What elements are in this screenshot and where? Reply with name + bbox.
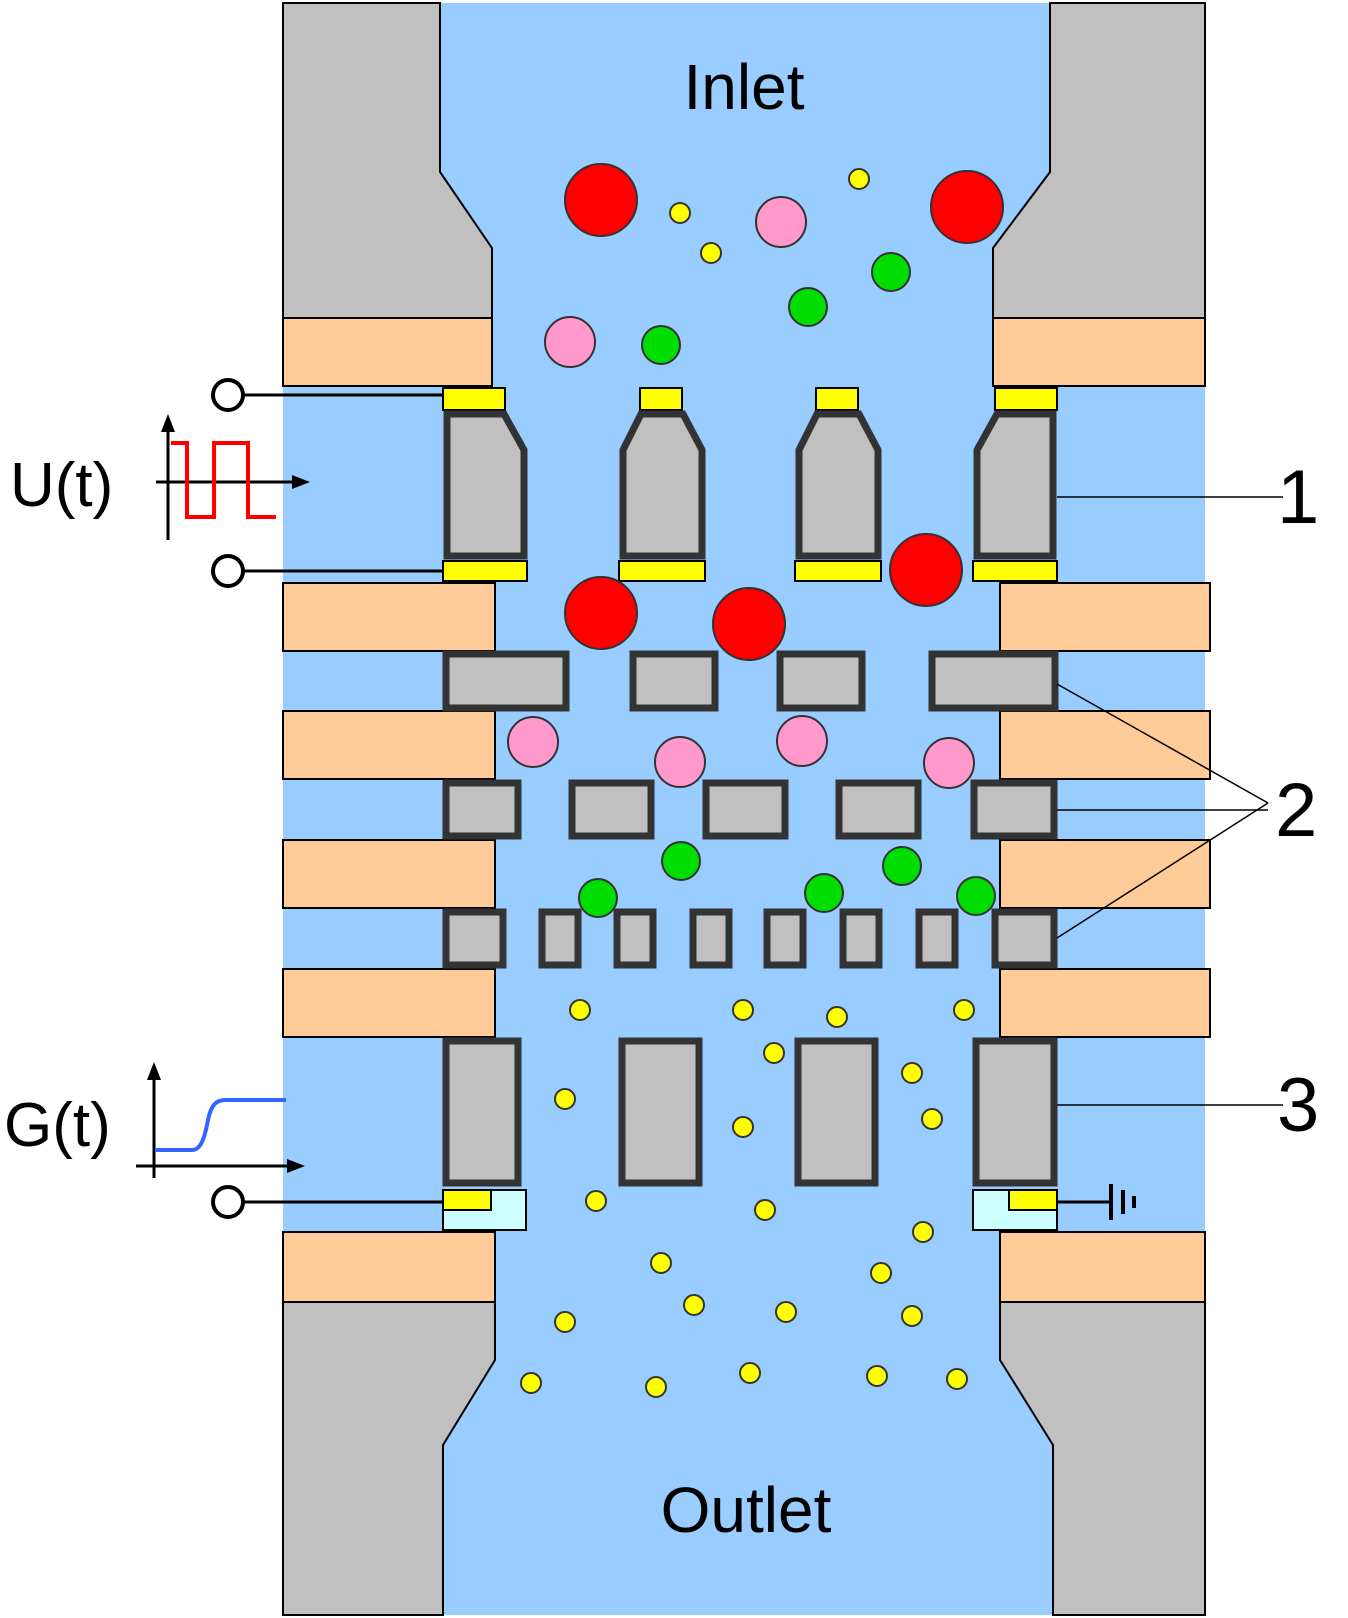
callout-leaders <box>1056 496 1283 1106</box>
spacer-mid-right-3 <box>999 839 1211 909</box>
spacer-mid-right-1 <box>999 582 1211 652</box>
particles-large <box>564 163 1004 661</box>
sensor-layer-3 <box>442 1037 1058 1231</box>
ground-symbol-icon <box>1057 1184 1136 1220</box>
outlet-label: Outlet <box>661 1474 832 1546</box>
filter-layer-c <box>442 908 1058 969</box>
particles-small <box>578 252 996 918</box>
g-signal-plot <box>136 1062 305 1178</box>
u-waveform <box>171 441 276 519</box>
g-waveform <box>155 1098 286 1152</box>
callout-3-label: 3 <box>1277 1063 1319 1148</box>
spacer-mid-right-2 <box>999 710 1211 780</box>
spacer-mid-left-2 <box>282 710 496 780</box>
spacer-bottom-left <box>282 1231 496 1303</box>
spacer-mid-right-4 <box>999 968 1211 1038</box>
particles-tiny <box>520 168 975 1398</box>
electrode-layer-1 <box>442 387 1058 582</box>
filter-layer-a <box>442 650 1059 712</box>
spacer-mid-left-1 <box>282 582 496 652</box>
spacer-mid-left-3 <box>282 839 496 909</box>
particles-medium <box>507 196 975 789</box>
callout-2-label: 2 <box>1275 768 1317 853</box>
u-signal-label: U(t) <box>10 451 113 520</box>
spacer-mid-left-4 <box>282 968 496 1038</box>
terminal-wires <box>211 378 443 1219</box>
filter-layer-b <box>442 779 1058 840</box>
u-signal-plot <box>156 414 310 540</box>
callout-1-label: 1 <box>1277 455 1319 540</box>
g-signal-label: G(t) <box>4 1091 111 1160</box>
terminal-circle-icon <box>211 554 245 588</box>
inlet-label: Inlet <box>684 51 805 123</box>
terminal-circle-icon <box>211 1185 245 1219</box>
spacer-bottom-right <box>999 1231 1206 1303</box>
spacer-top-right <box>992 317 1206 387</box>
terminal-circle-icon <box>211 378 245 412</box>
spacer-top-left <box>282 317 493 387</box>
